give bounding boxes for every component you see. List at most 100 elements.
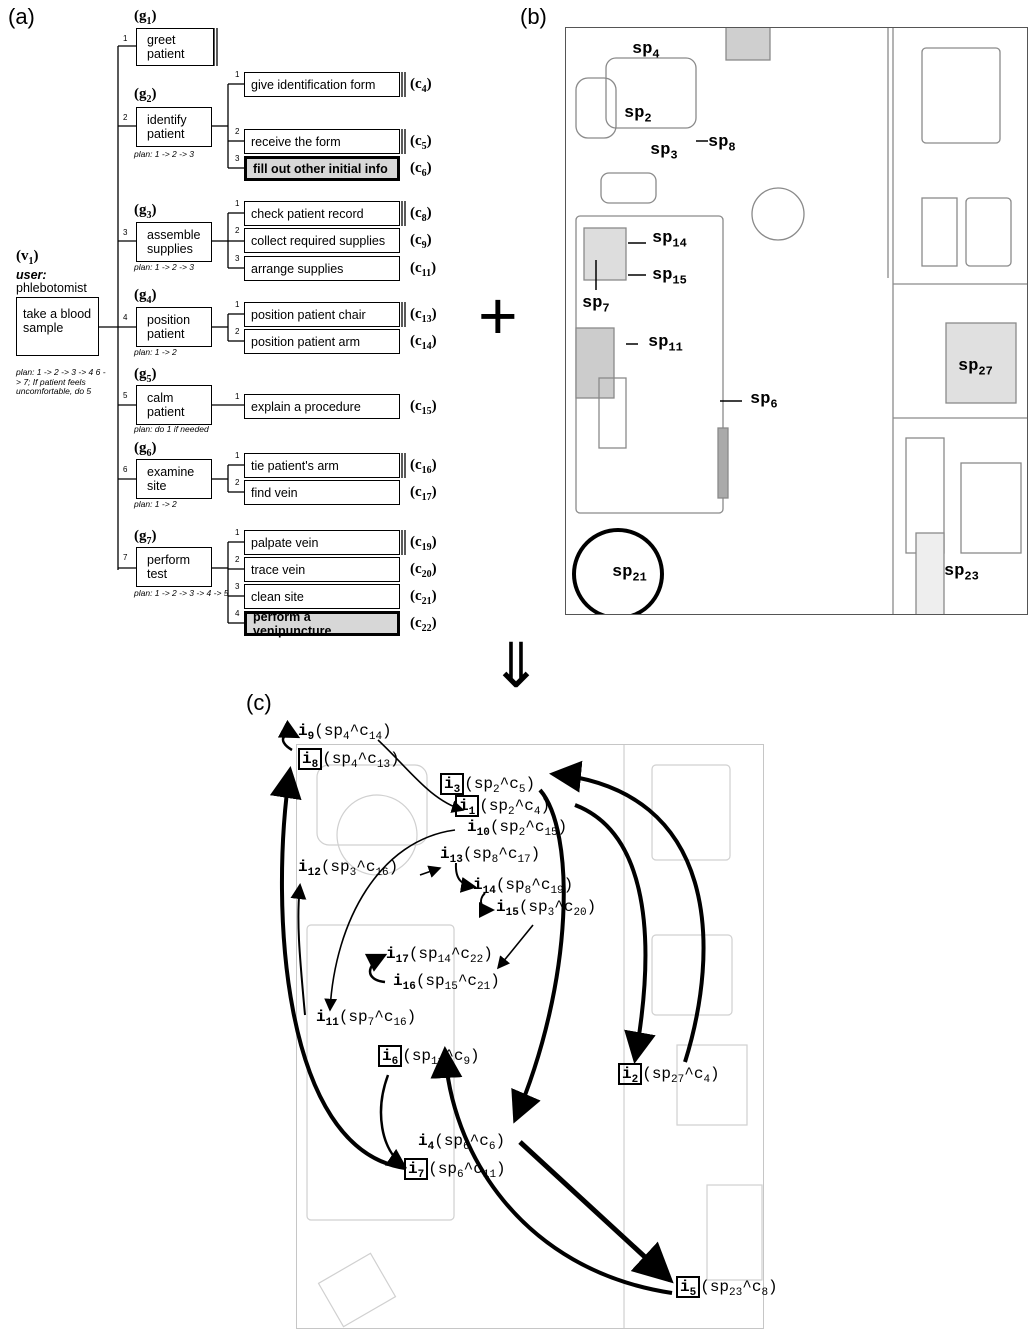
instance-letter: i (298, 722, 308, 740)
instance-close: ) (470, 1047, 480, 1065)
instance-id: i4 (418, 1132, 434, 1150)
instance-label: i14(sp8^c19) (473, 876, 573, 897)
instance-caret: ^c (458, 972, 477, 990)
instance-id: i13 (440, 845, 463, 863)
instance-id: i7 (404, 1158, 428, 1180)
instance-letter: i (418, 1132, 428, 1150)
arrow-i6-i7 (381, 1075, 405, 1167)
instance-sp: 27 (671, 1074, 684, 1086)
instance-sub: 2 (632, 1074, 639, 1086)
instance-caret: ^c (500, 775, 519, 793)
instance-label: i5(sp23^c8) (676, 1278, 778, 1299)
instance-sub: 7 (418, 1169, 425, 1181)
instance-sp: 6 (457, 1169, 464, 1181)
instance-close: ) (495, 1132, 505, 1150)
instance-open: (sp (642, 1065, 671, 1083)
instance-label: i1(sp2^c4) (455, 797, 550, 818)
arrow-i4-i5 (520, 1142, 670, 1280)
instance-label: i7(sp6^c11) (404, 1160, 506, 1181)
instance-caret: ^c (356, 858, 375, 876)
instance-id: i6 (378, 1045, 402, 1067)
instance-close: ) (490, 972, 500, 990)
instance-label: i4(sp6^c6) (418, 1132, 505, 1153)
instance-close: ) (382, 722, 392, 740)
instance-close: ) (407, 1008, 417, 1026)
instance-caret: ^c (531, 876, 550, 894)
instance-label: i8(sp4^c13) (298, 750, 400, 771)
instance-c: 19 (550, 885, 563, 897)
instance-letter: i (408, 1160, 418, 1178)
instance-sub: 15 (506, 907, 519, 919)
instance-caret: ^c (525, 818, 544, 836)
instance-caret: ^c (554, 898, 573, 916)
instance-letter: i (393, 972, 403, 990)
instance-open: (sp (496, 876, 525, 894)
instance-caret: ^c (470, 1132, 489, 1150)
instance-caret: ^c (515, 797, 534, 815)
instance-close: ) (564, 876, 574, 894)
instance-label: i3(sp2^c5) (440, 775, 535, 796)
instance-id: i16 (393, 972, 416, 990)
instance-sp: 2 (508, 806, 515, 818)
instance-close: ) (531, 845, 541, 863)
instance-caret: ^c (498, 845, 517, 863)
instance-id: i9 (298, 722, 314, 740)
instance-caret: ^c (684, 1065, 703, 1083)
instance-letter: i (459, 797, 469, 815)
instance-sub: 16 (403, 981, 416, 993)
instance-label: i15(sp3^c20) (496, 898, 596, 919)
instance-label: i11(sp7^c16) (316, 1008, 416, 1029)
instance-c: 11 (483, 1169, 496, 1181)
instance-close: ) (710, 1065, 720, 1083)
instance-caret: ^c (451, 945, 470, 963)
instance-letter: i (496, 898, 506, 916)
instance-caret: ^c (464, 1160, 483, 1178)
instance-sp: 6 (463, 1141, 470, 1153)
instance-sub: 5 (690, 1287, 697, 1299)
arrow-i8-i9 (283, 735, 298, 750)
instance-caret: ^c (444, 1047, 463, 1065)
instance-close: ) (390, 750, 400, 768)
instance-sub: 10 (477, 827, 490, 839)
instance-sub: 17 (396, 954, 409, 966)
arrow-i15-i16 (498, 925, 533, 968)
instance-sp: 11 (431, 1056, 444, 1068)
instance-label: i9(sp4^c14) (298, 722, 392, 743)
instance-close: ) (558, 818, 568, 836)
instance-c: 20 (573, 907, 586, 919)
instance-id: i1 (455, 795, 479, 817)
instance-sp: 4 (343, 731, 350, 743)
instance-id: i15 (496, 898, 519, 916)
arrow-i16-i17 (370, 955, 385, 982)
instance-sub: 11 (326, 1017, 339, 1029)
arrow-i1-i4 (515, 790, 564, 1120)
instance-sub: 14 (483, 885, 496, 897)
instance-open: (sp (339, 1008, 368, 1026)
instance-open: (sp (463, 845, 492, 863)
arrow-i12-i13 (420, 868, 440, 875)
instance-id: i10 (467, 818, 490, 836)
instance-c: 21 (477, 981, 490, 993)
instance-c: 13 (377, 759, 390, 771)
instance-close: ) (496, 1160, 506, 1178)
instance-caret: ^c (358, 750, 377, 768)
instance-label: i16(sp15^c21) (393, 972, 500, 993)
instance-letter: i (473, 876, 483, 894)
instance-close: ) (389, 858, 399, 876)
instance-label: i13(sp8^c17) (440, 845, 540, 866)
instance-open: (sp (464, 775, 493, 793)
instance-id: i14 (473, 876, 496, 894)
instance-sp: 15 (445, 981, 458, 993)
instance-open: (sp (490, 818, 519, 836)
instance-id: i17 (386, 945, 409, 963)
instance-caret: ^c (350, 722, 369, 740)
instance-c: 15 (544, 827, 557, 839)
instance-open: (sp (321, 858, 350, 876)
instance-c: 17 (517, 854, 530, 866)
instance-letter: i (440, 845, 450, 863)
instance-open: (sp (409, 945, 438, 963)
instance-id: i11 (316, 1008, 339, 1026)
instance-label: i17(sp14^c22) (386, 945, 493, 966)
instance-sub: 13 (450, 854, 463, 866)
instance-c: 16 (393, 1017, 406, 1029)
